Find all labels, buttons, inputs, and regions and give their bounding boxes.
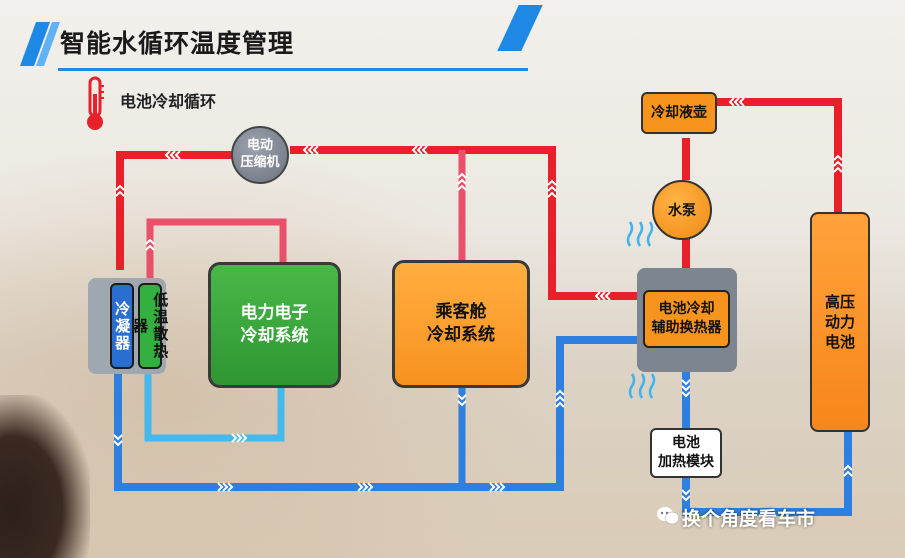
battery-heater: 电池 加热模块 [650, 428, 722, 478]
battery-heat-exchanger: 电池冷却 辅助换热器 [643, 290, 730, 348]
title-underline [58, 68, 528, 71]
coolant-tank: 冷却液壶 [641, 92, 717, 134]
flow-chevron [357, 482, 374, 492]
flow-chevron [113, 434, 123, 447]
flow-chevron [489, 482, 506, 492]
flow-chevron [457, 394, 467, 407]
flow-chevron [555, 389, 565, 408]
audience-silhouette [0, 395, 90, 558]
flow-chevron [547, 179, 557, 198]
pipe-pink-inner [146, 218, 287, 280]
power-electronics-cooling: 电力电子 冷却系统 [208, 262, 341, 388]
flow-chevron [843, 464, 853, 477]
thermometer-icon [87, 76, 104, 130]
pipe-red-top [116, 151, 258, 270]
flow-chevron [231, 433, 248, 443]
wechat-icon [657, 507, 680, 525]
water-pump: 水泵 [652, 180, 712, 240]
pipe-lightblue-inner [144, 372, 285, 442]
hv-battery: 高压 动力 电池 [810, 212, 870, 432]
watermark: 换个角度看车市 [682, 508, 816, 530]
pipe-blue-bottom [114, 336, 640, 491]
flow-chevron [411, 145, 428, 155]
subtitle: 电池冷却循环 [120, 92, 217, 111]
condenser: 冷凝器 [110, 283, 134, 369]
flow-chevron [594, 291, 611, 301]
heat-wave-icon [626, 221, 656, 399]
flow-chevron [115, 184, 125, 197]
cabin-cooling: 乘客舱 冷却系统 [392, 260, 530, 388]
flow-chevron [681, 489, 691, 502]
flow-chevron [457, 172, 467, 191]
page-title: 智能水循环温度管理 [60, 29, 295, 58]
low-temp-radiator: 低温散热器 [131, 283, 169, 369]
flow-chevron [681, 379, 691, 398]
flow-chevron [833, 154, 843, 173]
flow-chevron [145, 238, 155, 251]
electric-compressor: 电动 压缩机 [231, 126, 289, 184]
flow-chevron [217, 482, 234, 492]
flow-chevron [302, 145, 319, 155]
flow-chevron [164, 150, 181, 160]
flow-chevron [728, 97, 745, 107]
